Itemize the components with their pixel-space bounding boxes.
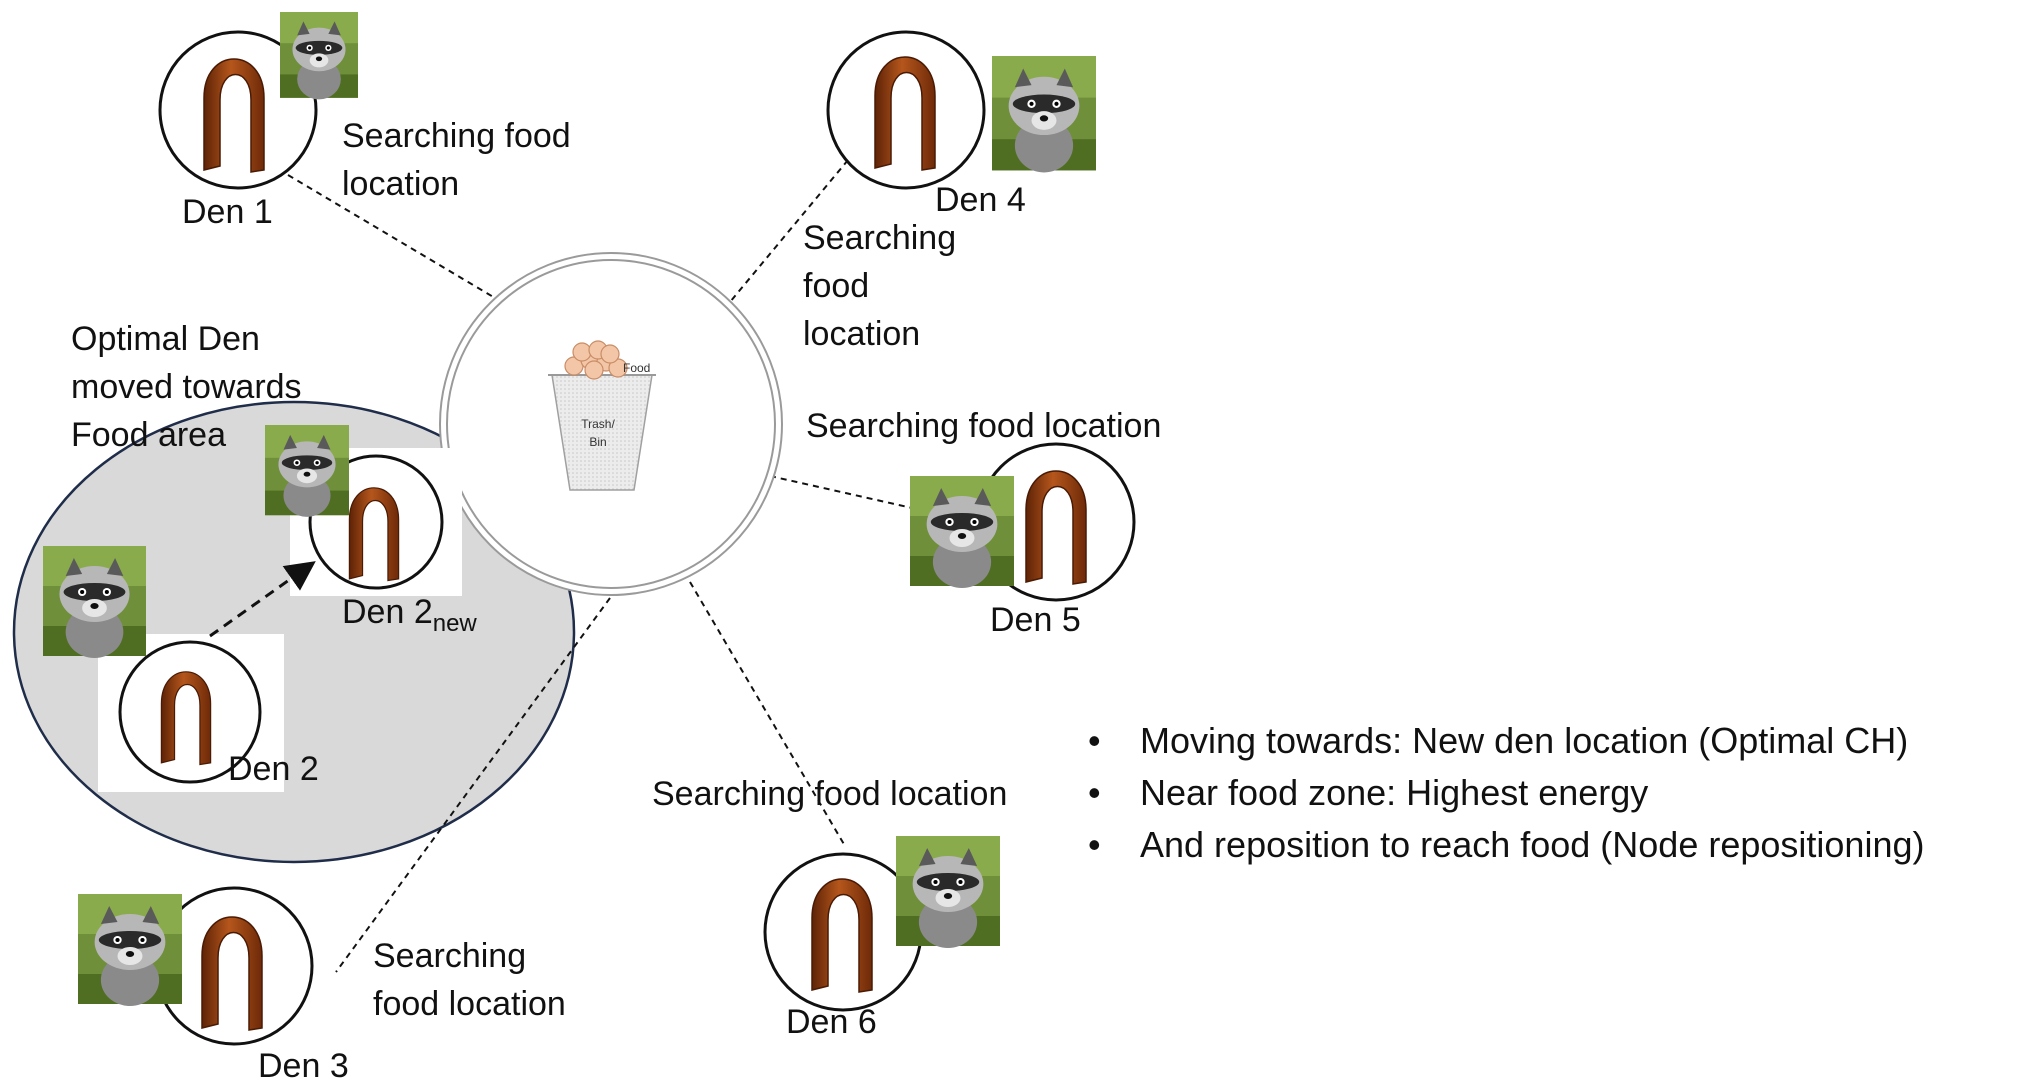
food-label: Food [623,361,650,375]
connector-lines [287,159,931,973]
raccoon-photo [992,56,1096,173]
den2new-label: Den 2new [342,588,477,648]
den3-label: Den 3 [258,1047,349,1085]
den5-label: Den 5 [990,601,1081,639]
den1-search-label: Searching food location [342,112,571,208]
bullet-item: And reposition to reach food (Node repos… [1080,819,1924,871]
den4-search-line3: location [803,315,921,353]
arrow-icon [209,561,316,638]
bin-label-line1: Trash/ [581,417,615,431]
bullet-item: Moving towards: New den location (Optima… [1080,715,1924,767]
den4-node [826,30,1096,190]
den3-search-line2: food location [373,985,566,1023]
optimal-den-note-line3: Food area [71,416,226,454]
den5-node [910,442,1136,602]
den1-search-line2: location [342,165,460,203]
den2new-label-main: Den 2 [342,593,433,631]
den3-search-label: Searching food location [373,932,566,1028]
connector-den6 [689,581,846,847]
den4-search-line1: Searching [803,219,957,257]
raccoon-photo [78,894,182,1006]
optimal-den-note: Optimal Den moved towards Food area [71,315,302,459]
connector-den1 [287,174,496,299]
den6-node [763,836,1000,1012]
den5-search-label: Searching food location [806,402,1161,450]
bin-label-line2: Bin [589,435,606,449]
connector-den4 [729,159,849,303]
den3-node [78,886,314,1046]
den1-node [158,12,358,190]
den6-label: Den 6 [786,1003,877,1041]
food-icon [564,340,628,380]
raccoon-photo [910,476,1014,588]
bullet-item: Near food zone: Highest energy [1080,767,1924,819]
optimal-den-note-line1: Optimal Den [71,320,260,358]
optimal-den-note-line2: moved towards [71,368,302,406]
den6-search-label: Searching food location [652,770,1007,818]
den1-label: Den 1 [182,193,273,231]
den5-search-line1: Searching food location [806,407,1162,445]
den4-search-line2: food [803,267,870,305]
connector-den5 [769,475,931,513]
den2-label: Den 2 [228,750,319,788]
den2new-node [265,425,462,596]
den2new-label-subscript: new [432,609,477,637]
den1-search-line1: Searching food [342,117,571,155]
raccoon-photo [280,12,358,100]
raccoon-photo [896,836,1000,948]
raccoon-photo [43,546,146,658]
den2-node [43,546,284,792]
den6-search-line1: Searching food location [652,775,1008,813]
summary-bullet-list: Moving towards: New den location (Optima… [1080,715,1924,871]
den4-search-label: Searching food location [803,214,956,358]
den3-search-line1: Searching [373,937,527,975]
den4-label: Den 4 [935,181,1026,219]
connector-den3 [335,597,611,973]
